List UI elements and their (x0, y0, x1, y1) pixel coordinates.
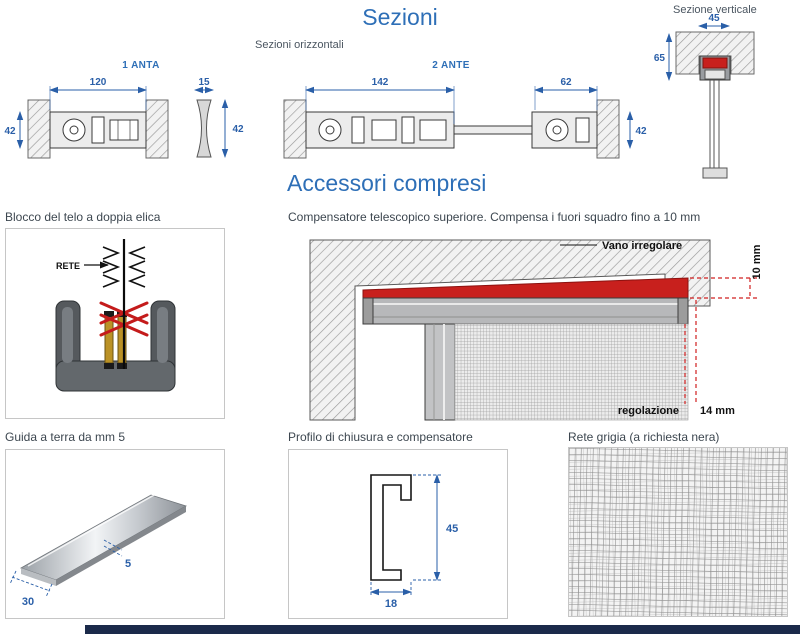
rete-sample (569, 448, 787, 616)
regolazione-dim-lines (684, 300, 697, 404)
spessore-dim-width: 15 (194, 77, 214, 94)
vano-irregolare-label: Vano irregolare (602, 240, 682, 252)
footer-bar (85, 625, 800, 634)
ante2-rail (453, 125, 533, 135)
irregular-wall (309, 239, 711, 421)
svg-text:42: 42 (232, 124, 244, 135)
rete-label: Rete grigia (a richiesta nera) (568, 430, 720, 444)
vert-cassette (699, 55, 731, 81)
wall-block (283, 99, 307, 159)
sections-drawings: 1 ANTA 120 42 (4, 13, 755, 179)
profilo-label: Profilo di chiusura e compensatore (288, 430, 473, 444)
svg-text:18: 18 (385, 598, 397, 610)
regolazione-label: regolazione (618, 405, 679, 417)
svg-text:45: 45 (708, 13, 720, 24)
rete-panel (568, 447, 788, 617)
closure-profile (370, 474, 412, 581)
regolazione-dim-label: 14 mm (700, 405, 735, 417)
guida-panel: 30 5 (5, 449, 225, 619)
blocco-panel: RETE (5, 228, 225, 419)
ante2-dim-right: 62 (534, 77, 598, 110)
guida-dim-width: 30 (9, 570, 53, 608)
mesh-texture-overlay (569, 448, 787, 616)
svg-text:42: 42 (635, 126, 647, 137)
profilo-diagram: 45 18 (370, 474, 458, 610)
anta1-label: 1 ANTA (122, 60, 159, 71)
accessories-title: Accessori compresi (287, 170, 487, 196)
svg-text:142: 142 (372, 77, 389, 88)
gap-dim-label: 10 mm (751, 244, 763, 279)
ante2-left-profile (305, 111, 455, 149)
vert-screen (709, 80, 720, 168)
force-arrows (102, 246, 146, 288)
housing (55, 300, 176, 392)
floor-guide-bar (20, 493, 187, 586)
profilo-dim-height: 45 (413, 474, 458, 581)
anta1-dim-height: 42 (4, 111, 24, 149)
svg-text:45: 45 (446, 523, 458, 535)
anta1-profile (49, 111, 147, 149)
svg-text:42: 42 (4, 126, 16, 137)
horizontal-sections-label: Sezioni orizzontali (255, 39, 344, 51)
wall-block (596, 99, 620, 159)
blocco-diagram: RETE (55, 239, 176, 392)
svg-text:120: 120 (90, 77, 107, 88)
guida-diagram: 30 5 (9, 493, 187, 608)
blocco-label: Blocco del telo a doppia elica (5, 210, 161, 224)
svg-text:30: 30 (22, 596, 34, 608)
wall-block (27, 99, 51, 159)
vertical-section-label: Sezione verticale (673, 4, 757, 16)
ante2-right-profile (531, 111, 598, 149)
anta1-drawing: 1 ANTA 120 42 (4, 60, 169, 159)
wall-block (145, 99, 169, 159)
ante2-label: 2 ANTE (432, 60, 470, 71)
svg-text:65: 65 (654, 53, 666, 64)
profilo-dim-width: 18 (370, 582, 412, 610)
guida-label: Guida a terra da mm 5 (5, 430, 126, 444)
ante2-dim-height: 42 (626, 111, 647, 149)
svg-text:15: 15 (198, 77, 210, 88)
svg-text:62: 62 (560, 77, 572, 88)
rete-mesh-label: RETE (56, 261, 80, 271)
vert-dim-width: 45 (698, 13, 730, 30)
spessore-drawing: 15 42 (194, 77, 244, 158)
vert-bottom-bar (702, 167, 728, 179)
mesh-panel (454, 323, 689, 421)
svg-text:5: 5 (125, 558, 131, 570)
anta1-dim-width: 120 (49, 77, 147, 110)
guida-dim-thickness: 5 (103, 539, 131, 570)
compensatore-diagram: Vano irregolare 10 mm regolazione 14 mm (309, 239, 763, 421)
spessore-dim-height: 42 (221, 99, 244, 158)
compensatore-label: Compensatore telescopico superiore. Comp… (288, 210, 701, 224)
telescopic-top-profile (362, 297, 689, 325)
ante2-drawing: 2 ANTE 142 (283, 60, 647, 159)
page-title: Sezioni (362, 4, 438, 30)
ante2-dim-left: 142 (305, 77, 455, 124)
side-profile (424, 323, 456, 421)
vert-wall (675, 31, 755, 75)
profilo-panel: 45 18 (288, 449, 508, 619)
gap-dim-lines (690, 277, 758, 299)
vertical-section-drawing: 45 65 (654, 13, 755, 179)
vert-dim-height: 65 (654, 33, 673, 81)
spessore-profile (196, 99, 212, 158)
